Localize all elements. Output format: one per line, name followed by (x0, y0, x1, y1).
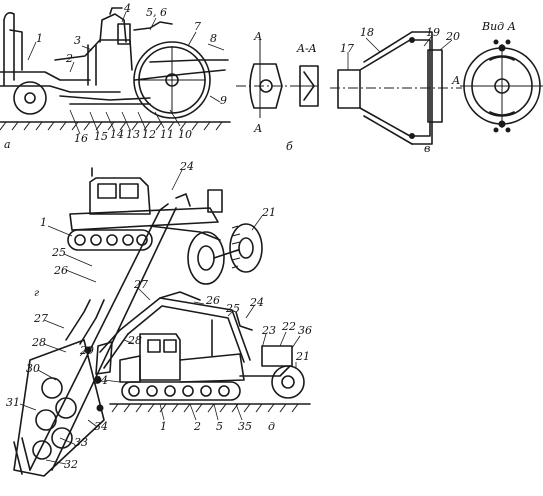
panel-label-a: a (4, 138, 11, 151)
label-d-36: 36 (298, 324, 312, 337)
panel-b-drawing (236, 40, 319, 118)
label-d-1: 1 (160, 420, 167, 433)
section-title: A-A (296, 42, 317, 55)
label-a-16: 16 (74, 132, 88, 145)
label-d-28: 28 (127, 334, 142, 347)
label-d-26: 26 (205, 294, 220, 307)
label-v-20: 20 (445, 30, 460, 43)
label-d-35: 35 (238, 420, 252, 433)
label-g-1: 1 (40, 216, 47, 229)
label-a-7: 7 (194, 20, 201, 33)
label-a-9: 9 (220, 94, 227, 107)
label-g-25: 25 (51, 246, 66, 259)
label-a-15: 15 (94, 130, 108, 143)
label-a-14: 14 (110, 128, 124, 141)
label-v-17: 17 (340, 42, 354, 55)
label-g-31: 31 (6, 396, 20, 409)
label-d-24: 24 (249, 296, 264, 309)
view-a-drawing (460, 39, 543, 133)
label-d-27: 27 (133, 278, 148, 291)
panel-label-v: в (424, 142, 430, 155)
panel-label-d: д (268, 420, 275, 433)
label-d-23: 23 (261, 324, 276, 337)
panel-g-drawing (13, 167, 263, 477)
panel-a-drawing (0, 7, 231, 135)
label-g-32: 32 (64, 458, 78, 471)
label-a-3: 3 (74, 34, 81, 47)
label-g-28: 28 (31, 336, 46, 349)
label-g-21: 21 (261, 206, 276, 219)
label-v-19: 19 (426, 26, 440, 39)
label-g-30: 30 (26, 362, 40, 375)
label-g-26: 26 (53, 264, 68, 277)
label-a-12: 12 (142, 128, 156, 141)
label-d-2: 2 (193, 420, 201, 433)
label-d-5: 5 (216, 420, 223, 433)
label-a-11: 11 (160, 128, 174, 141)
label-g-34: 34 (94, 420, 108, 433)
label-d-34: 34 (94, 374, 108, 387)
label-g-29: 29 (79, 344, 94, 357)
label-a-2: 2 (65, 52, 73, 65)
label-d-22: 22 (281, 320, 296, 333)
section-mark-bottom: А (253, 122, 262, 135)
label-d-25: 25 (225, 302, 240, 315)
label-v-18: 18 (360, 26, 374, 39)
panel-v-drawing (330, 31, 462, 145)
label-a-8: 8 (210, 32, 217, 45)
section-mark-top: А (253, 30, 262, 43)
panel-d-drawing (95, 287, 311, 421)
label-a-10: 10 (178, 128, 192, 141)
view-title: Вид А (481, 20, 516, 33)
label-g-24: 24 (179, 160, 194, 173)
label-g-27: 27 (33, 312, 48, 325)
label-a-13: 13 (126, 128, 140, 141)
section-mark-axis: А (451, 74, 460, 87)
label-a-5-6: 5, 6 (146, 6, 167, 19)
label-a-1: 1 (36, 32, 43, 45)
panel-label-g: г (34, 288, 39, 299)
label-d-21: 21 (295, 350, 310, 363)
label-g-33: 33 (74, 436, 88, 449)
label-a-4: 4 (123, 2, 131, 15)
panel-label-b: б (286, 140, 293, 153)
